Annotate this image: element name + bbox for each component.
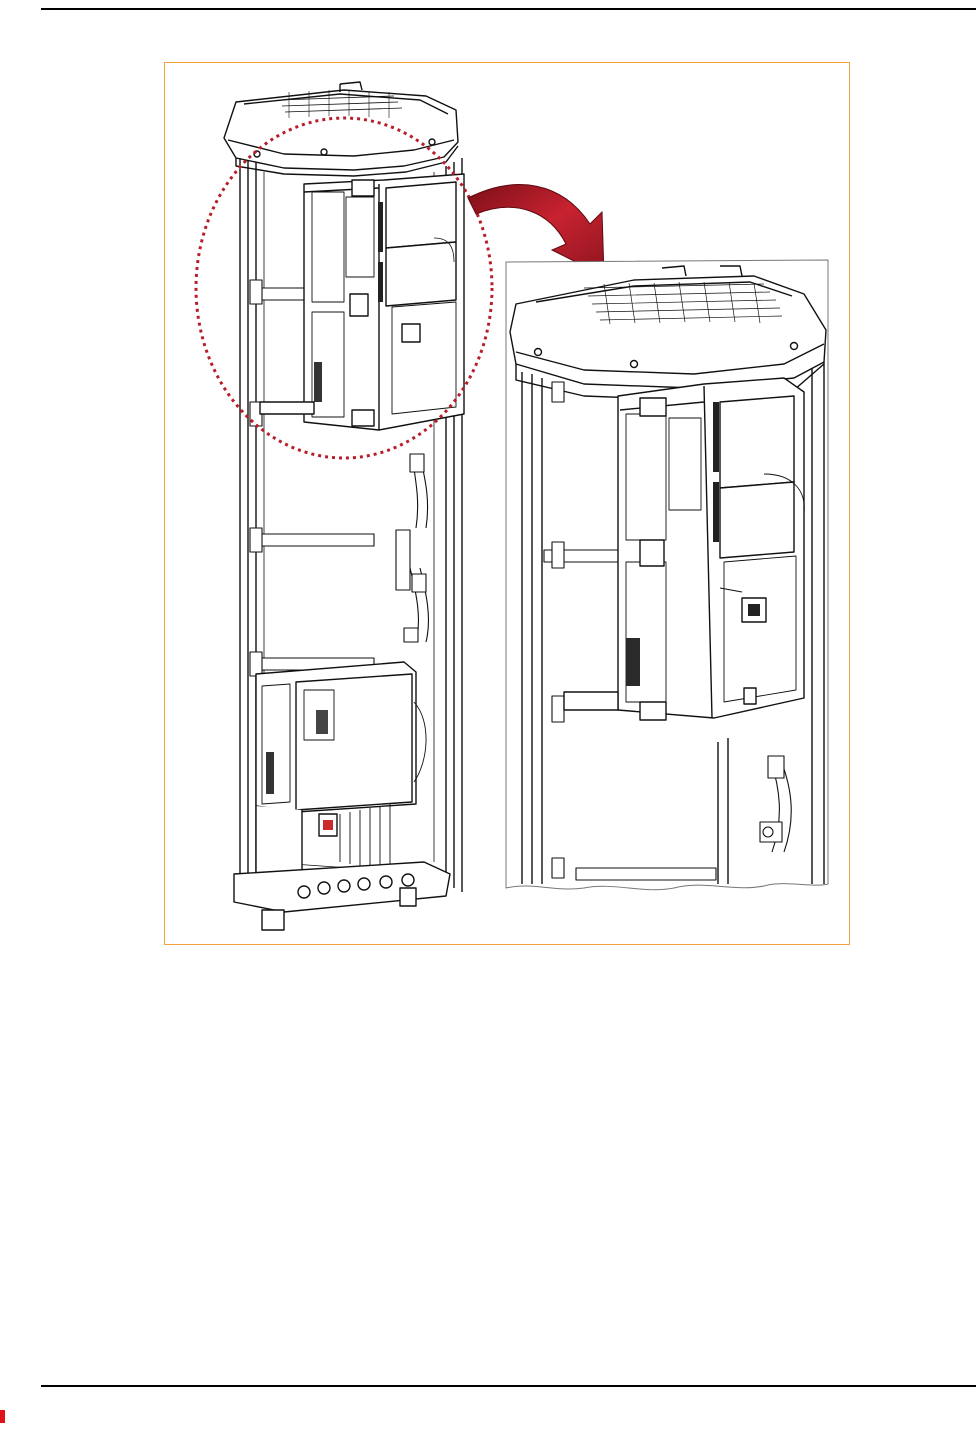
main-cabinet-drawing — [224, 82, 464, 930]
figure-illustration — [164, 62, 850, 945]
footer-rule — [41, 1385, 976, 1387]
page-edge-marker — [0, 1410, 5, 1423]
zoom-inset-drawing — [506, 260, 828, 890]
header-rule — [41, 8, 976, 10]
